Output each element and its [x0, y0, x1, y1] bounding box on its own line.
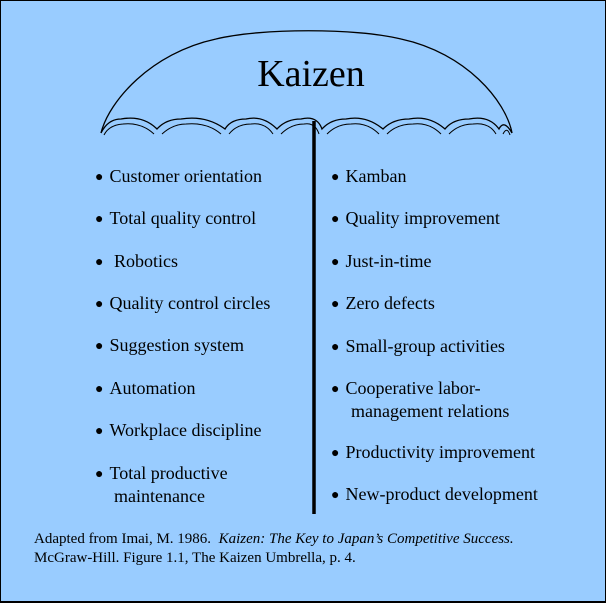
- bullet-icon: ●: [331, 255, 340, 270]
- bullet-icon: ●: [95, 339, 104, 354]
- list-item: ● Total productive maintenance: [95, 463, 228, 507]
- item-label: Kamban: [345, 166, 407, 186]
- item-label: Zero defects: [345, 293, 435, 313]
- item-label: Robotics: [109, 251, 178, 271]
- list-item: ● Robotics: [95, 251, 178, 274]
- bullet-icon: ●: [95, 255, 104, 270]
- item-label-continued: management relations: [351, 401, 510, 421]
- list-item: ● Zero defects: [331, 293, 435, 316]
- bullet-icon: ●: [95, 297, 104, 312]
- item-label: Just-in-time: [345, 251, 432, 271]
- list-item: ● Automation: [95, 378, 195, 401]
- bullet-icon: ●: [331, 340, 340, 355]
- umbrella-scallops: [100, 117, 513, 134]
- umbrella-scallops-inner: [103, 123, 511, 136]
- list-item: ● Just-in-time: [331, 251, 431, 274]
- item-label: Quality control circles: [109, 293, 271, 313]
- item-label: Suggestion system: [109, 335, 244, 355]
- item-label-continued: maintenance: [114, 486, 205, 506]
- list-item: ● Kamban: [331, 166, 406, 189]
- item-label: Total quality control: [109, 208, 257, 228]
- bullet-icon: ●: [331, 446, 340, 461]
- bullet-icon: ●: [95, 382, 104, 397]
- citation-suffix: McGraw-Hill. Figure 1.1, The Kaizen Umbr…: [34, 550, 356, 566]
- citation-book-title: Kaizen: The Key to Japan’s Competitive S…: [218, 531, 514, 547]
- item-label: Productivity improvement: [345, 442, 535, 462]
- list-item: ● Quality control circles: [95, 293, 270, 316]
- item-label: Automation: [109, 378, 196, 398]
- citation: Adapted from Imai, M. 1986. Kaizen: The …: [34, 530, 594, 568]
- bullet-icon: ●: [331, 212, 340, 227]
- list-item: ● Cooperative labor-management relations: [331, 378, 509, 422]
- item-label: Small-group activities: [345, 336, 505, 356]
- bullet-icon: ●: [95, 467, 104, 482]
- list-item: ● Total quality control: [95, 208, 256, 231]
- citation-prefix: Adapted from Imai, M. 1986.: [34, 531, 219, 547]
- bullet-icon: ●: [95, 212, 104, 227]
- bullet-icon: ●: [95, 170, 104, 185]
- list-item: ● Customer orientation: [95, 166, 262, 189]
- item-label: Workplace discipline: [109, 420, 262, 440]
- bullet-icon: ●: [331, 297, 340, 312]
- list-item: ● Productivity improvement: [331, 442, 535, 465]
- list-item: ● Small-group activities: [331, 336, 505, 359]
- list-item: ● Quality improvement: [331, 208, 500, 231]
- umbrella-canopy: [100, 30, 513, 134]
- list-item: ● Workplace discipline: [95, 420, 261, 443]
- bullet-icon: ●: [331, 488, 340, 503]
- item-label: Cooperative labor-: [345, 378, 481, 398]
- item-label: Total productive: [109, 463, 228, 483]
- item-label: Customer orientation: [109, 166, 262, 186]
- diagram-title: Kaizen: [257, 53, 365, 95]
- list-item: ● Suggestion system: [95, 335, 244, 358]
- item-label: New-product development: [345, 484, 538, 504]
- bullet-icon: ●: [331, 170, 340, 185]
- bullet-icon: ●: [95, 424, 104, 439]
- item-label: Quality improvement: [345, 208, 500, 228]
- bullet-icon: ●: [331, 382, 340, 397]
- list-item: ● New-product development: [331, 484, 538, 507]
